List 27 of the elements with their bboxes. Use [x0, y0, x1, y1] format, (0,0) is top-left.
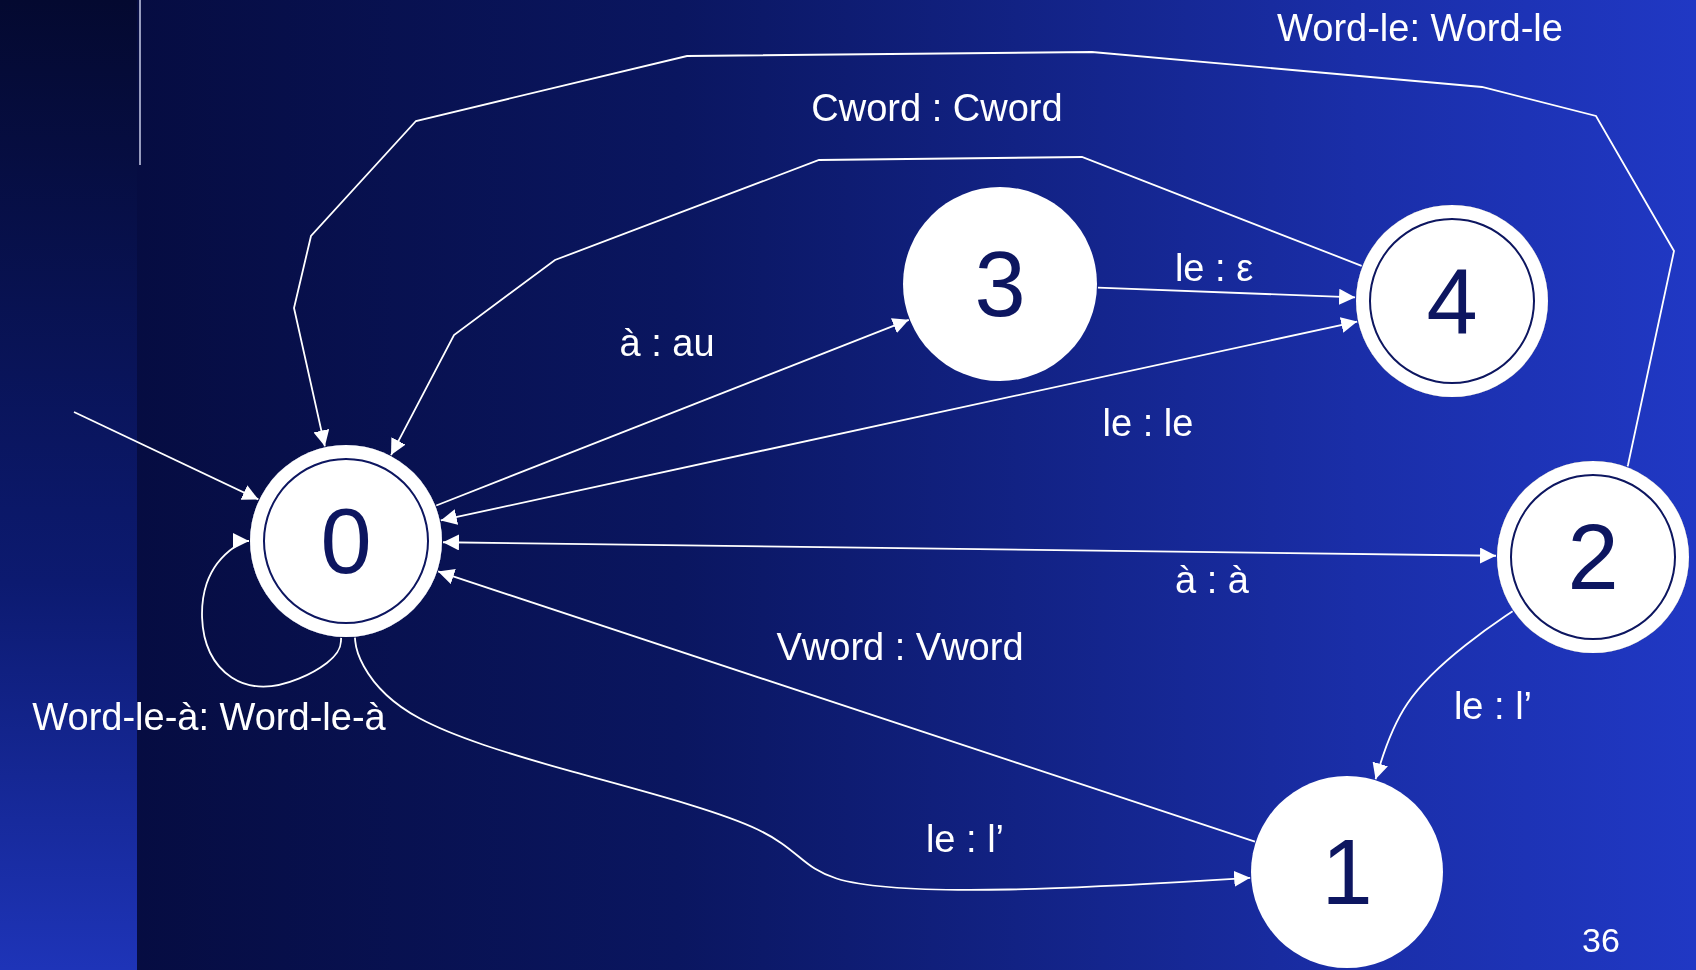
- arrow: [1372, 610, 1514, 781]
- edge-label: à : à: [1175, 560, 1249, 602]
- arrow: [293, 51, 1675, 468]
- edge-label: Cword : Cword: [811, 88, 1063, 130]
- arrow: [437, 568, 1256, 843]
- arrow: [439, 317, 1359, 525]
- arrow: [442, 534, 1497, 564]
- edge-label: le : ε: [1174, 248, 1254, 290]
- state-number: 3: [974, 238, 1026, 330]
- edge-label: Word-le-à: Word-le-à: [32, 697, 386, 739]
- edge-label: le : l’: [925, 819, 1005, 861]
- edge-label: Vword : Vword: [776, 627, 1024, 669]
- state-number: 4: [1426, 255, 1478, 347]
- edge-label: le : le: [1102, 403, 1194, 445]
- state-number: 1: [1321, 826, 1373, 918]
- state-number: 2: [1567, 511, 1619, 603]
- state-number: 0: [320, 495, 372, 587]
- arrow: [201, 533, 342, 688]
- edge-label: à : au: [619, 323, 715, 365]
- arrow: [435, 318, 910, 507]
- arrow: [390, 156, 1363, 456]
- arrow: [354, 636, 1252, 891]
- arrow: [73, 411, 260, 501]
- page-number: 36: [1582, 922, 1620, 960]
- edge-label: le : l’: [1453, 686, 1533, 728]
- edge-label: Word-le: Word-le: [1277, 8, 1563, 50]
- arrow: [1097, 286, 1356, 305]
